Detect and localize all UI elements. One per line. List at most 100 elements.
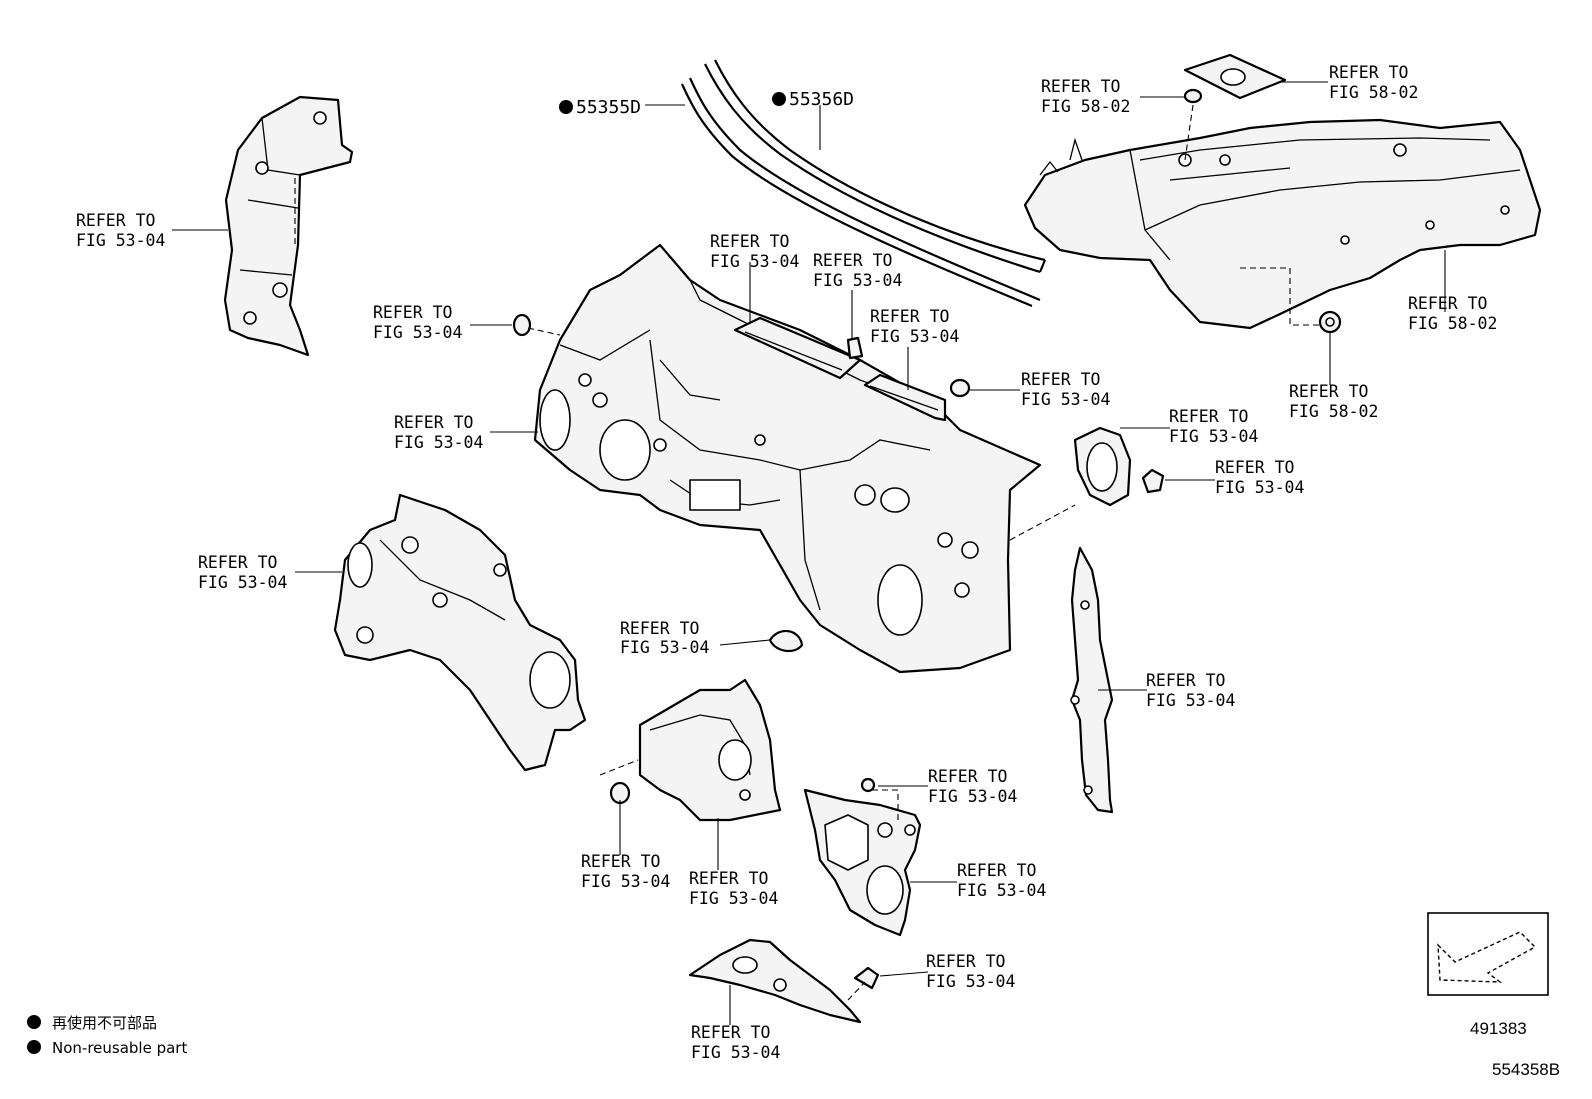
svg-text:再使用不可部品: 再使用不可部品 [52,1014,157,1032]
hood-side-insulator [1023,118,1542,330]
center-lower-insulator [638,678,782,822]
svg-text:REFER TO: REFER TO [620,619,699,638]
clip-floor [853,966,880,990]
part-number-55356d: 55356D [772,89,854,110]
svg-text:FIG 53-04: FIG 53-04 [689,889,778,908]
svg-text:FIG 58-02: FIG 58-02 [1408,314,1497,333]
svg-text:FIG 53-04: FIG 53-04 [581,872,670,891]
svg-text:FIG 53-04: FIG 53-04 [691,1043,780,1062]
svg-text:FIG 53-04: FIG 53-04 [710,252,799,271]
clip-left-dash [512,313,532,337]
clip-right [1141,468,1165,494]
svg-text:REFER TO: REFER TO [928,767,1007,786]
svg-text:FIG 53-04: FIG 53-04 [1215,478,1304,497]
dashed-alignment-lines [294,104,1320,1001]
svg-text:FIG 53-04: FIG 53-04 [957,881,1046,900]
svg-text:FIG 58-02: FIG 58-02 [1329,83,1418,102]
callout-hood-insulator: REFER TO FIG 58-02 [1408,294,1497,333]
callout-left-upper: REFER TO FIG 53-04 [76,211,165,250]
legend: 再使用不可部品 Non-reusable part [27,1014,187,1057]
clip-58-02-lower [1318,310,1342,334]
callout-center-lower: REFER TO FIG 53-04 [689,869,778,908]
right-side-strip [1070,546,1114,814]
callout-cowl-clip: REFER TO FIG 53-04 [813,251,902,290]
callout-tunnel: REFER TO FIG 53-04 [957,861,1046,900]
clip-tunnel [860,777,876,793]
svg-text:REFER TO: REFER TO [198,553,277,572]
svg-text:REFER TO: REFER TO [373,303,452,322]
callout-dash-panel: REFER TO FIG 53-04 [394,413,483,452]
svg-text:REFER TO: REFER TO [689,869,768,888]
callout-floor: REFER TO FIG 53-04 [691,1023,780,1062]
callout-plug: REFER TO FIG 53-04 [620,619,709,657]
svg-text:FIG 58-02: FIG 58-02 [1041,97,1130,116]
svg-text:FIG 53-04: FIG 53-04 [394,433,483,452]
svg-text:REFER TO: REFER TO [710,232,789,251]
svg-text:FIG 58-02: FIG 58-02 [1289,402,1378,421]
svg-text:FIG 53-04: FIG 53-04 [813,271,902,290]
callout-left-lower: REFER TO FIG 53-04 [198,553,287,592]
callout-left-clip: REFER TO FIG 53-04 [373,303,462,342]
svg-text:FIG 53-04: FIG 53-04 [928,787,1017,806]
vehicle-orientation-icon [1427,912,1549,996]
callout-gasket: REFER TO FIG 53-04 [1169,407,1258,446]
left-lower-dash-insulator [333,493,587,772]
svg-text:FIG 53-04: FIG 53-04 [870,327,959,346]
svg-text:REFER TO: REFER TO [813,251,892,270]
clip-58-02-upper [1183,88,1203,104]
cowl-seal-right [863,373,947,422]
svg-text:FIG 53-04: FIG 53-04 [620,638,709,657]
clip-cowl [846,336,864,360]
leader-lines [172,81,1446,1025]
svg-text:REFER TO: REFER TO [1329,63,1408,82]
svg-text:REFER TO: REFER TO [1146,671,1225,690]
tunnel-insulator [803,788,922,937]
hood-side-bracket [1183,53,1287,100]
svg-text:REFER TO: REFER TO [1289,382,1368,401]
dash-panel-insulator [533,243,1042,674]
callout-hood-bracket: REFER TO FIG 58-02 [1329,63,1418,102]
svg-text:REFER TO: REFER TO [1021,370,1100,389]
svg-text:REFER TO: REFER TO [1041,77,1120,96]
right-gasket-ring [1073,426,1132,507]
svg-text:REFER TO: REFER TO [76,211,155,230]
svg-text:REFER TO: REFER TO [1169,407,1248,426]
svg-text:REFER TO: REFER TO [926,952,1005,971]
callout-cowl-left: REFER TO FIG 53-04 [710,232,799,271]
svg-text:REFER TO: REFER TO [394,413,473,432]
left-side-panel-insulator [223,95,354,357]
svg-text:REFER TO: REFER TO [1408,294,1487,313]
svg-text:REFER TO: REFER TO [957,861,1036,880]
callout-tunnel-clip: REFER TO FIG 53-04 [928,767,1017,806]
weatherstrip-55356d [704,59,1047,274]
callout-hood-lower-clip: REFER TO FIG 58-02 [1289,382,1378,421]
callout-right-clip: REFER TO FIG 53-04 [1215,458,1304,497]
callout-right-strip: REFER TO FIG 53-04 [1146,671,1235,710]
callout-right-dash-clip: REFER TO FIG 53-04 [1021,370,1110,409]
svg-text:FIG 53-04: FIG 53-04 [373,323,462,342]
svg-text:REFER TO: REFER TO [870,307,949,326]
weatherstrip-55355d [680,77,1041,308]
svg-text:Non-reusable part: Non-reusable part [52,1039,187,1057]
svg-text:REFER TO: REFER TO [691,1023,770,1042]
svg-text:FIG 53-04: FIG 53-04 [76,231,165,250]
svg-text:FIG 53-04: FIG 53-04 [198,573,287,592]
cowl-seal-center [733,316,862,380]
svg-text:FIG 53-04: FIG 53-04 [1146,691,1235,710]
svg-text:FIG 53-04: FIG 53-04 [1021,390,1110,409]
callout-floor-clip: REFER TO FIG 53-04 [926,952,1015,991]
svg-text:REFER TO: REFER TO [581,852,660,871]
svg-text:FIG 53-04: FIG 53-04 [1169,427,1258,446]
svg-text:REFER TO: REFER TO [1215,458,1294,477]
callout-cowl-right: REFER TO FIG 53-04 [870,307,959,346]
callout-hood-clip: REFER TO FIG 58-02 [1041,77,1130,116]
figure-code: 491383 [1470,1019,1527,1038]
callout-center-clip: REFER TO FIG 53-04 [581,852,670,891]
clip-upper-right-dash [949,378,971,398]
plug-lower-dash [768,629,804,653]
svg-text:FIG 53-04: FIG 53-04 [926,972,1015,991]
floor-insulator [688,938,862,1024]
svg-text:55356D: 55356D [789,89,854,110]
svg-text:55355D: 55355D [576,97,641,118]
